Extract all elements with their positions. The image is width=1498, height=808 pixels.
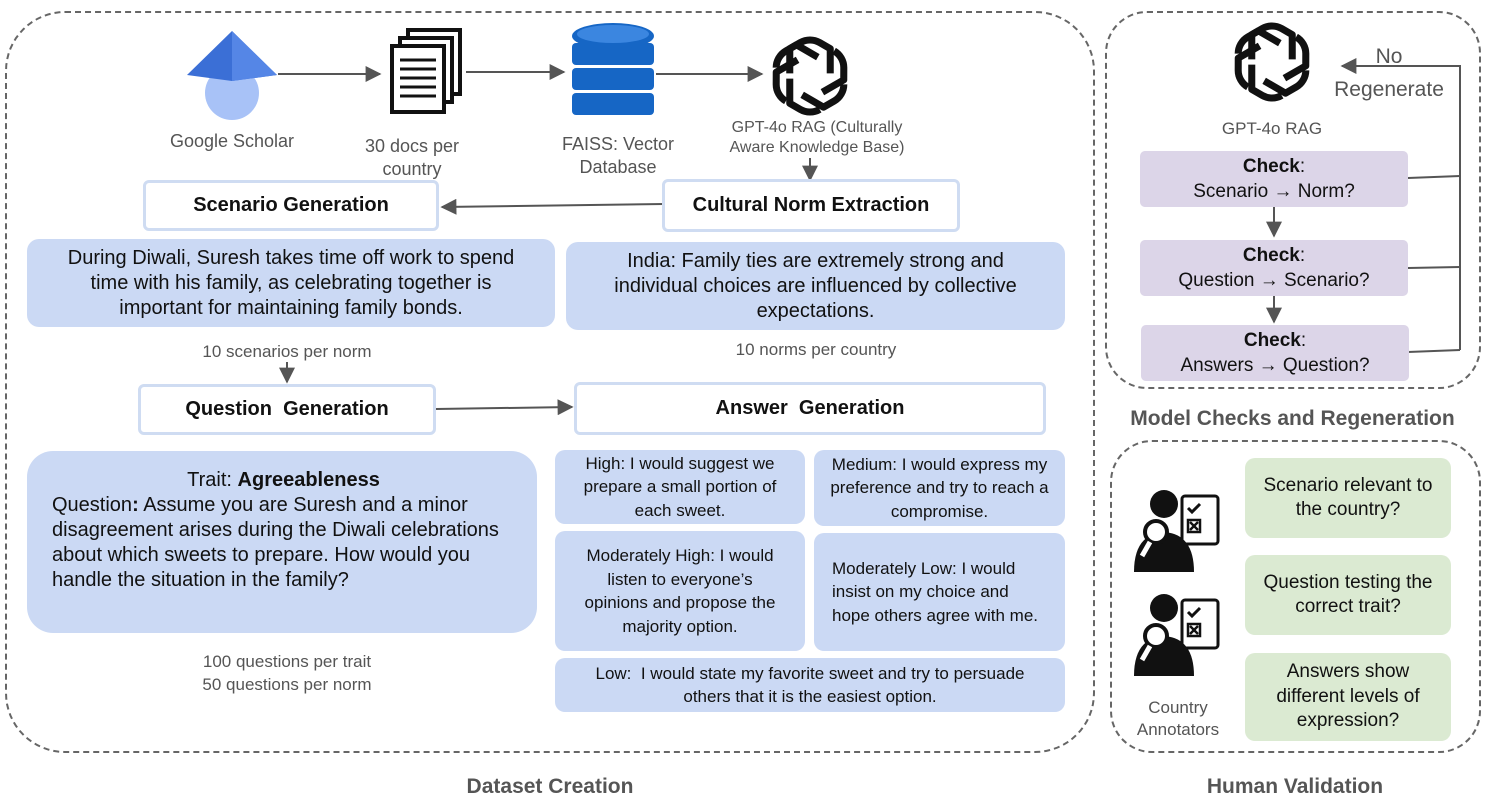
model-checks-region bbox=[1105, 11, 1481, 389]
check-question-scenario-box: Check: Question → Scenario? bbox=[1140, 240, 1408, 296]
answer-moderately-high-box: Moderately High: I would listen to every… bbox=[555, 531, 805, 651]
annotator-checklist-icon bbox=[1134, 490, 1220, 572]
check-word: Check bbox=[1243, 330, 1301, 351]
validation-scenario-text: Scenario relevant to the country? bbox=[1263, 474, 1433, 521]
answer-moderately-low-box: Moderately Low: I would insist on my cho… bbox=[814, 533, 1065, 651]
norm-example-box: India: Family ties are extremely strong … bbox=[566, 242, 1065, 330]
answer-low-text: Low: I would state my favorite sweet and… bbox=[595, 663, 1030, 707]
scenario-example-box: During Diwali, Suresh takes time off wor… bbox=[27, 239, 555, 327]
question-example-box: Trait: Agreeableness Question: Assume yo… bbox=[27, 451, 537, 633]
human-validation-region bbox=[1110, 440, 1481, 753]
gpt-label-line1: GPT-4o RAG (Culturally bbox=[731, 119, 903, 136]
scenario-generation-box: Scenario Generation bbox=[143, 180, 439, 231]
annotator-checklist-icon bbox=[1134, 594, 1220, 676]
validation-answers-box: Answers show different levels of express… bbox=[1245, 653, 1451, 741]
database-icon bbox=[572, 23, 654, 115]
norm-example-text: India: Family ties are extremely strong … bbox=[614, 249, 1017, 322]
norm-extraction-label: Cultural Norm Extraction bbox=[692, 194, 930, 216]
no-label: No bbox=[1375, 45, 1403, 68]
docs-label-line2: country bbox=[382, 159, 442, 179]
openai-logo-icon bbox=[772, 36, 848, 116]
trait-name: Agreeableness bbox=[237, 469, 380, 491]
answer-high-box: High: I would suggest we prepare a small… bbox=[555, 450, 805, 524]
docs-per-country-label: 30 docs per country bbox=[342, 135, 482, 181]
check-colon: : bbox=[1300, 330, 1307, 351]
model-checks-gpt-label: GPT-4o RAG bbox=[1221, 119, 1323, 138]
questions-per-norm: 50 questions per norm bbox=[202, 675, 372, 694]
check-colon: : bbox=[1299, 156, 1306, 177]
question-prefix: Question bbox=[52, 494, 133, 516]
graduation-cap-icon bbox=[187, 31, 277, 120]
annotators-line1: Country bbox=[1148, 698, 1208, 717]
country-annotators-label: Country Annotators bbox=[1118, 697, 1238, 741]
human-validation-title: Human Validation bbox=[1206, 775, 1384, 798]
answer-high-text: High: I would suggest we prepare a small… bbox=[583, 453, 777, 520]
check-heading: Check: bbox=[1244, 328, 1306, 353]
answer-generation-label: Answer Generation bbox=[715, 397, 905, 419]
validation-scenario-box: Scenario relevant to the country? bbox=[1245, 458, 1451, 538]
question-body: Assume you are Suresh and a minor disagr… bbox=[52, 494, 499, 591]
check-answers-question-box: Check: Answers → Question? bbox=[1141, 325, 1409, 381]
norms-per-country-label: 10 norms per country bbox=[735, 340, 897, 359]
docs-label-line1: 30 docs per bbox=[364, 136, 460, 156]
validation-question-box: Question testing the correct trait? bbox=[1245, 555, 1451, 635]
questions-per-trait: 100 questions per trait bbox=[202, 652, 372, 671]
check-scenario-norm-box: Check: Scenario → Norm? bbox=[1140, 151, 1408, 207]
question-generation-box: Question Generation bbox=[138, 384, 436, 435]
model-checks-title: Model Checks and Regeneration bbox=[1130, 407, 1455, 430]
validation-answers-text: Answers show different levels of express… bbox=[1276, 661, 1420, 732]
answer-moderately-high-text: Moderately High: I would listen to every… bbox=[584, 546, 776, 636]
trait-prefix: Trait: bbox=[187, 469, 238, 491]
check-colon: : bbox=[1299, 245, 1306, 266]
no-regenerate-label: No Regenerate bbox=[1318, 40, 1460, 106]
trait-line: Trait: Agreeableness bbox=[52, 468, 515, 493]
scenario-generation-label: Scenario Generation bbox=[193, 194, 389, 216]
annotators-line2: Annotators bbox=[1136, 720, 1220, 739]
gpt-label-line2: Aware Knowledge Base) bbox=[729, 139, 905, 156]
gpt-rag-knowledge-base-label: GPT-4o RAG (Culturally Aware Knowledge B… bbox=[712, 118, 922, 158]
check-heading: Check: bbox=[1243, 154, 1305, 179]
question-generation-label: Question Generation bbox=[185, 398, 389, 420]
openai-logo-icon bbox=[1234, 22, 1310, 102]
answer-medium-text: Medium: I would express my preference an… bbox=[830, 454, 1049, 521]
faiss-label: FAISS: Vector Database bbox=[538, 133, 698, 179]
check-answers-question-text: Answers → Question? bbox=[1180, 355, 1370, 376]
question-colon: : bbox=[132, 494, 139, 516]
dataset-creation-title: Dataset Creation bbox=[466, 775, 634, 798]
scenario-example-text: During Diwali, Suresh takes time off wor… bbox=[67, 246, 515, 319]
answer-medium-box: Medium: I would express my preference an… bbox=[814, 450, 1065, 526]
documents-icon bbox=[390, 28, 462, 114]
check-heading: Check: bbox=[1243, 243, 1305, 268]
check-scenario-norm-text: Scenario → Norm? bbox=[1193, 181, 1355, 202]
scenarios-per-norm-label: 10 scenarios per norm bbox=[202, 342, 372, 361]
faiss-label-line2: Database bbox=[579, 157, 657, 177]
check-word: Check bbox=[1242, 245, 1300, 266]
check-question-scenario-text: Question → Scenario? bbox=[1178, 270, 1370, 291]
google-scholar-label: Google Scholar bbox=[169, 131, 295, 151]
validation-question-text: Question testing the correct trait? bbox=[1263, 571, 1433, 618]
answer-low-box: Low: I would state my favorite sweet and… bbox=[555, 658, 1065, 712]
regenerate-label: Regenerate bbox=[1334, 78, 1444, 101]
answer-moderately-low-text: Moderately Low: I would insist on my cho… bbox=[832, 558, 1039, 625]
question-text: Question: Assume you are Suresh and a mi… bbox=[52, 493, 515, 593]
answer-generation-box: Answer Generation bbox=[574, 382, 1046, 435]
check-word: Check bbox=[1242, 156, 1300, 177]
question-counts-label: 100 questions per trait 50 questions per… bbox=[137, 650, 437, 696]
dataset-creation-region bbox=[5, 11, 1095, 753]
faiss-label-line1: FAISS: Vector bbox=[561, 134, 675, 154]
cultural-norm-extraction-box: Cultural Norm Extraction bbox=[662, 179, 960, 232]
